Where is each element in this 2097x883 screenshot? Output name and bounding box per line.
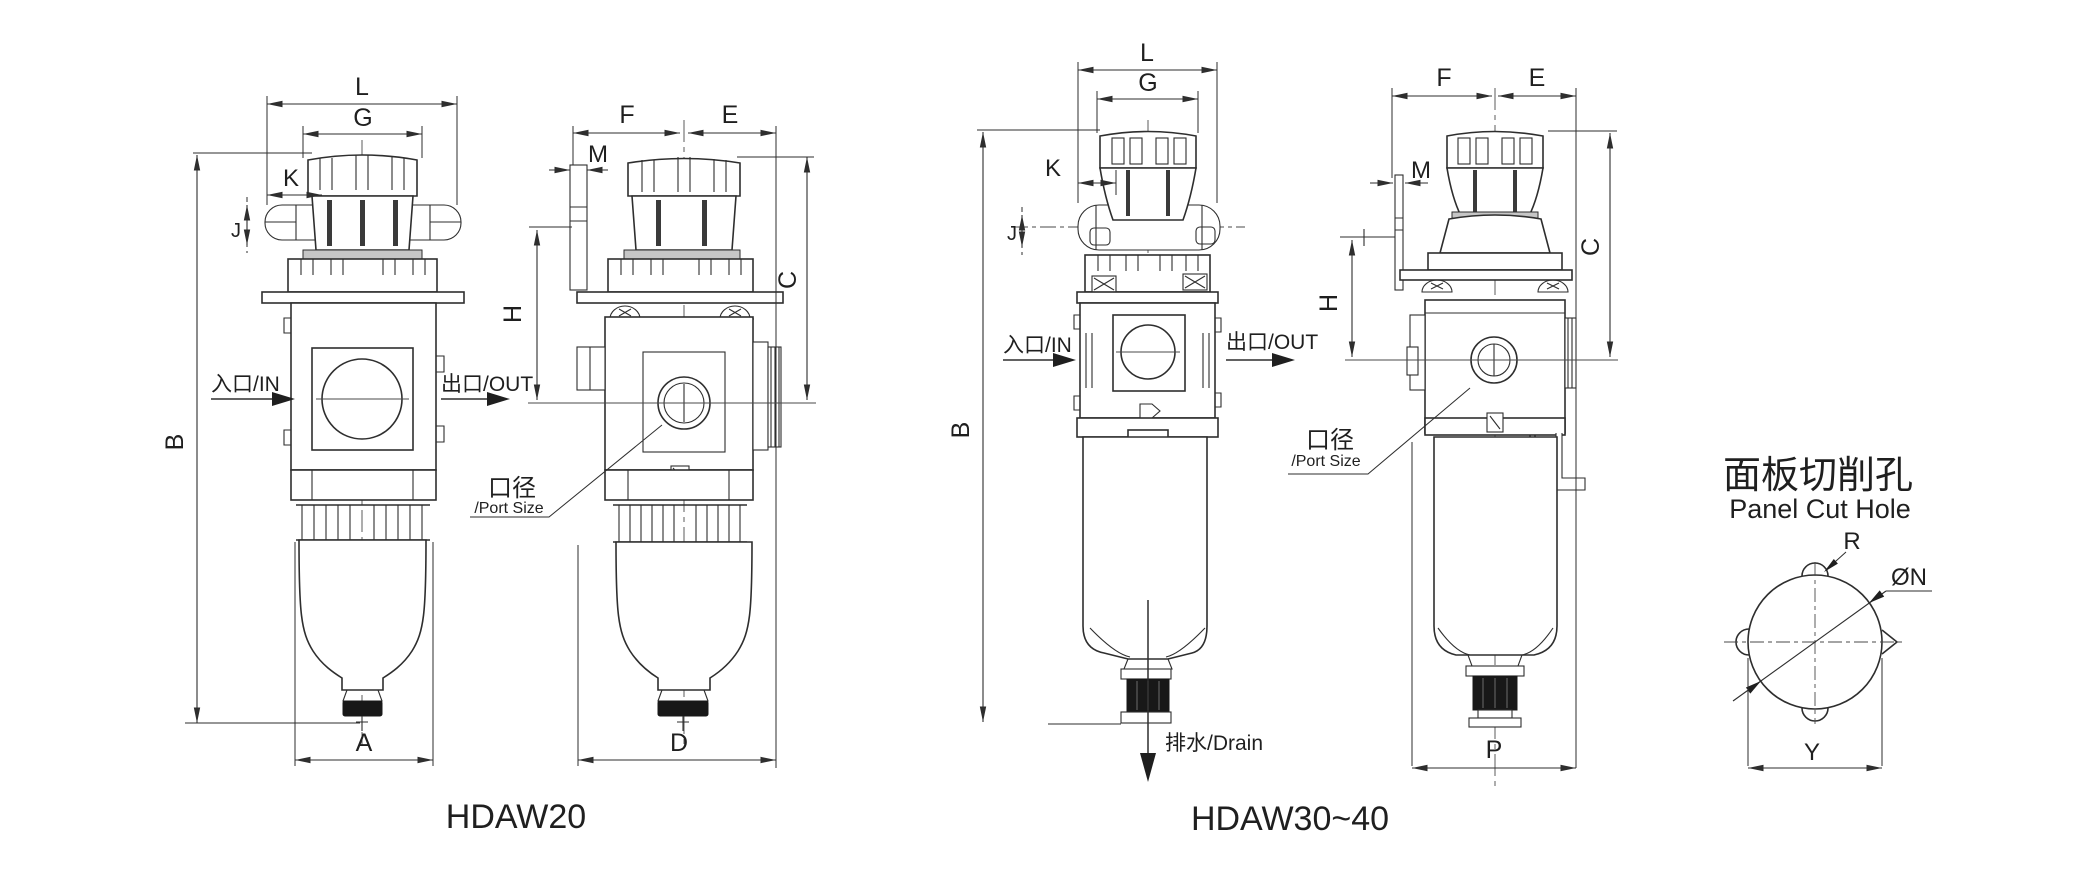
hdaw30-40-side-view: F E M C H P 口径 /Port Size — [1288, 64, 1618, 790]
regulator-body — [283, 302, 445, 492]
drain-knob — [657, 700, 709, 717]
bonnet-ring — [1076, 254, 1219, 304]
dim-label-k: K — [1045, 155, 1061, 182]
dim-label-j: J — [231, 220, 241, 242]
dim-label-b: B — [947, 422, 975, 439]
flow-direction-icon — [1139, 403, 1161, 419]
dim-label-e: E — [1529, 64, 1546, 92]
adjustment-knob — [1099, 130, 1197, 221]
filter-bowl — [1433, 436, 1558, 728]
dim-label-f: F — [619, 101, 634, 129]
bowl-guard — [604, 469, 754, 543]
model-caption-hdaw20: HDAW20 — [446, 798, 586, 836]
filter-bowl — [615, 541, 753, 731]
dim-label-y: Y — [1804, 739, 1820, 766]
dim-label-k: K — [283, 165, 299, 192]
dim-label-a: A — [356, 729, 373, 757]
diameter-arrow-icon — [1745, 681, 1761, 694]
dim-label-m: M — [1411, 157, 1431, 184]
dim-label-l: L — [355, 73, 369, 101]
adjustment-knob — [302, 154, 423, 260]
filter-bowl — [298, 539, 427, 731]
inlet-label: 入口/IN — [211, 373, 280, 396]
inlet-arrow-icon — [1053, 353, 1076, 367]
outlet-arrow-icon — [487, 392, 510, 406]
dim-label-e: E — [722, 101, 739, 129]
dim-label-h: H — [1315, 294, 1343, 312]
hdaw20-side-view: F E M C H D 口径 /Port Size — [470, 101, 816, 768]
panel-cut-hole-title-en: Panel Cut Hole — [1729, 494, 1911, 524]
regulator-body — [1073, 302, 1222, 419]
dim-label-b: B — [161, 434, 189, 451]
outlet-label: 出口/OUT — [1226, 331, 1318, 354]
port-size-label-en: /Port Size — [1291, 453, 1360, 470]
dim-label-r: R — [1843, 528, 1860, 555]
hdaw20-front-view: L G K J B A 入口/IN 出口/OUT — [161, 73, 533, 766]
drain-arrow-icon — [1140, 753, 1156, 782]
panel-cut-hole-title-zh: 面板切削孔 — [1723, 455, 1913, 497]
regulator-body — [576, 316, 782, 487]
dim-label-j: J — [1007, 223, 1017, 245]
bonnet-ring — [576, 258, 784, 320]
dim-label-f: F — [1436, 64, 1451, 92]
dim-label-h: H — [499, 305, 527, 323]
dim-label-p: P — [1486, 736, 1503, 764]
panel-bracket — [569, 164, 588, 291]
right-notch — [1881, 629, 1899, 655]
hdaw30-40-front-view: 排水/Drain L G K J B 入口/IN 出口/OUT — [947, 39, 1318, 782]
port-size-label-zh: 口径 — [1306, 427, 1354, 454]
outlet-label: 出口/OUT — [441, 373, 533, 396]
port-size-callout: 口径 /Port Size — [470, 424, 663, 518]
port-size-label-zh: 口径 — [488, 475, 536, 502]
filter-bowl — [1082, 436, 1208, 724]
port-size-label-en: /Port Size — [474, 500, 543, 517]
dim-label-m: M — [588, 141, 608, 168]
adjustment-knob — [623, 157, 741, 260]
dim-label-g: G — [1138, 69, 1157, 97]
port-size-callout: 口径 /Port Size — [1288, 387, 1471, 475]
bowl-guard — [290, 469, 437, 541]
dim-label-c: C — [774, 271, 802, 289]
drain-label: 排水/Drain — [1165, 732, 1263, 755]
bonnet — [1399, 214, 1573, 293]
panel-cut-hole-diagram: 面板切削孔 Panel Cut Hole ØN R Y — [1723, 455, 1932, 772]
radius-arrow-icon — [1824, 559, 1838, 572]
dim-label-c: C — [1577, 238, 1605, 256]
diameter-arrow-icon — [1869, 590, 1885, 603]
dim-label-l: L — [1140, 39, 1154, 67]
dim-label-g: G — [353, 104, 372, 132]
dim-label-n: ØN — [1891, 564, 1927, 591]
model-caption-hdaw30-40: HDAW30~40 — [1191, 800, 1389, 838]
adjustment-knob — [1446, 130, 1544, 219]
drain-knob — [342, 700, 383, 717]
regulator-body — [1406, 299, 1577, 434]
dim-label-d: D — [670, 729, 688, 757]
inlet-arrow-icon — [272, 392, 295, 406]
panel-bracket — [1356, 174, 1404, 291]
outlet-arrow-icon — [1272, 353, 1295, 367]
inlet-label: 入口/IN — [1003, 334, 1072, 357]
